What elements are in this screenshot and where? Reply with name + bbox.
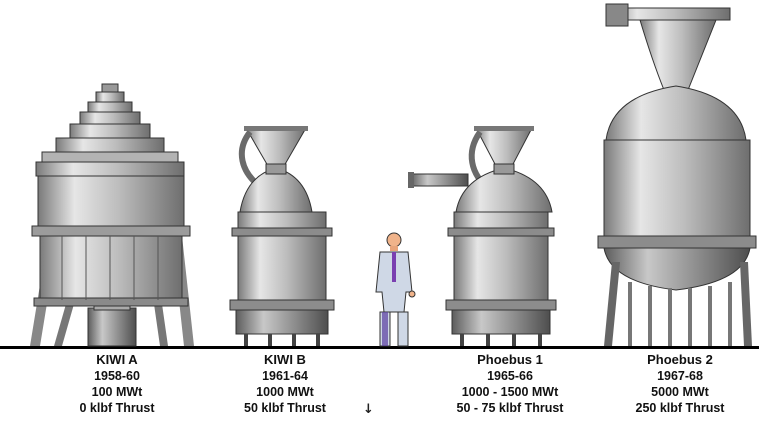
phoebus-1-caption: Phoebus 1 1965-66 1000 - 1500 MWt 50 - 7… [440,352,580,416]
engine-power: 1000 MWt [230,384,340,400]
engine-power: 100 MWt [72,384,162,400]
human-scale-figure [376,233,415,346]
phoebus-2-reactor-drawing [598,4,756,346]
engine-years: 1958-60 [72,368,162,384]
engine-years: 1967-68 [620,368,740,384]
kiwi-b-caption: KIWI B 1961-64 1000 MWt 50 klbf Thrust [230,352,340,416]
engine-name: KIWI B [230,352,340,368]
engine-name: Phoebus 1 [440,352,580,368]
engine-thrust: 50 - 75 klbf Thrust [440,400,580,416]
phoebus-1-reactor-drawing [408,126,556,346]
engine-power: 1000 - 1500 MWt [440,384,580,400]
engine-thrust: 0 klbf Thrust [72,400,162,416]
kiwi-b-reactor-drawing [230,126,334,346]
engine-power: 5000 MWt [620,384,740,400]
engine-thrust: 250 klbf Thrust [620,400,740,416]
kiwi-a-reactor-drawing [30,84,194,346]
engine-thrust: 50 klbf Thrust [230,400,340,416]
engine-years: 1965-66 [440,368,580,384]
engine-name: Phoebus 2 [620,352,740,368]
down-arrow-icon: ↓ [363,402,374,417]
engine-name: KIWI A [72,352,162,368]
phoebus-2-caption: Phoebus 2 1967-68 5000 MWt 250 klbf Thru… [620,352,740,416]
engine-years: 1961-64 [230,368,340,384]
kiwi-a-caption: KIWI A 1958-60 100 MWt 0 klbf Thrust [72,352,162,416]
